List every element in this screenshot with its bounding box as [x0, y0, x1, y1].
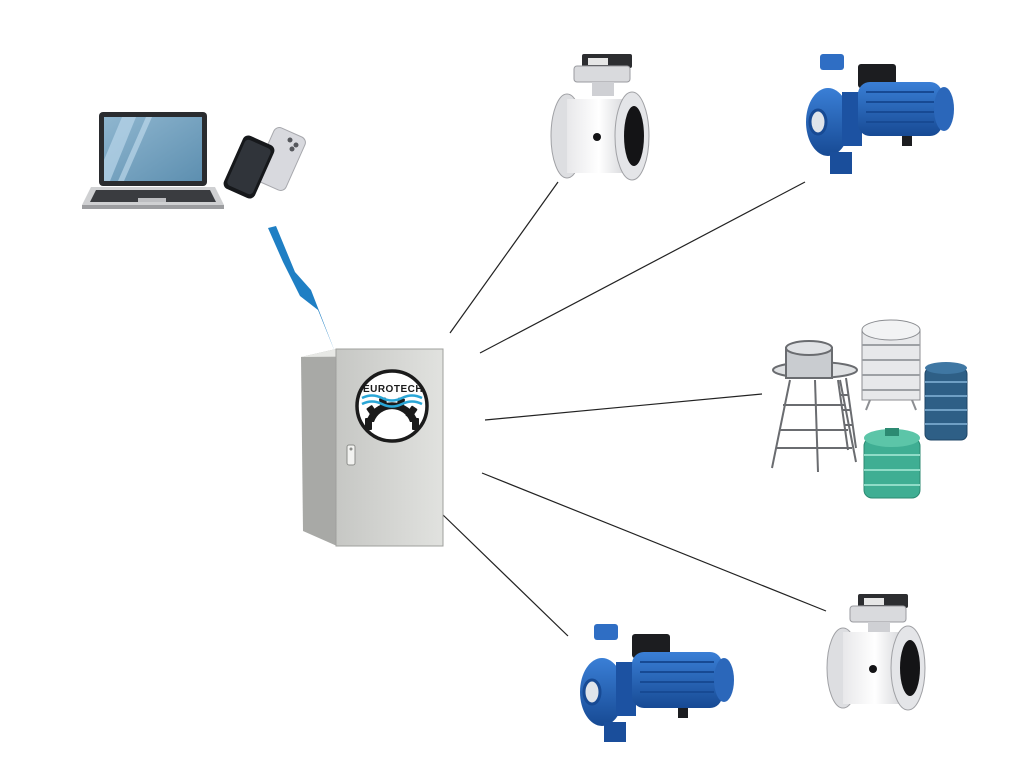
wireless-signal-icon — [268, 226, 335, 352]
pump-icon — [806, 54, 954, 174]
connection-lines — [440, 181, 827, 637]
storage-tank-icon — [924, 362, 968, 441]
storage-tank-icon — [861, 319, 921, 411]
brand-name: EUROTECH — [363, 384, 423, 395]
link-water-tanks — [484, 393, 763, 421]
link-flow-meter-bottom — [481, 472, 827, 612]
storage-tank-icon — [863, 428, 921, 499]
smartphone-icon — [223, 127, 306, 199]
flow-meter-icon — [826, 594, 926, 711]
flow-meter-icon — [550, 54, 650, 181]
pump-icon — [580, 624, 734, 742]
brand-logo: EUROTECH — [355, 369, 429, 443]
link-pump-bottom — [440, 512, 569, 637]
link-pump-top — [479, 181, 806, 354]
control-cabinet: EUROTECH — [301, 348, 444, 547]
water-tower-icon — [771, 340, 858, 473]
link-flow-meter-top — [449, 181, 559, 334]
laptop-icon — [82, 112, 224, 209]
